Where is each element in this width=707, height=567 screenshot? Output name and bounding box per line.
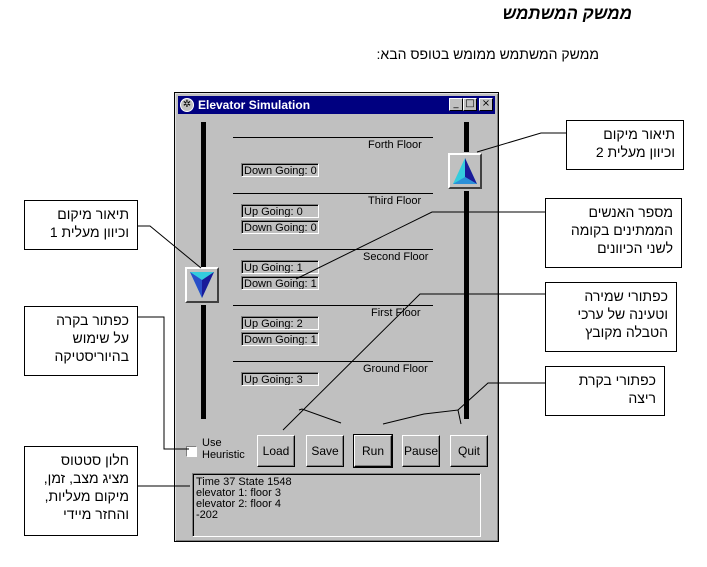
status-line: elevator 1: floor 3: [196, 487, 281, 499]
maximize-button[interactable]: □: [463, 98, 477, 111]
callout-elevator1: תיאור מיקום וכיוון מעלית 1: [24, 200, 138, 250]
elevator2-car: [448, 153, 482, 189]
status-window: Time 37 State 1548 elevator 1: floor 3 e…: [192, 473, 481, 537]
ground-floor-line: [233, 361, 433, 362]
close-button[interactable]: ×: [479, 98, 493, 111]
callout-elevator2: תיאור מיקום וכיוון מעלית 2: [566, 120, 684, 170]
callout-heuristic: כפתור בקרה על שימוש בהיוריסטיקה: [24, 306, 138, 376]
minimize-button[interactable]: _: [449, 98, 463, 111]
elevator-simulation-window: ✲ Elevator Simulation _ □ × Forth Floor …: [174, 92, 499, 542]
third-floor-up-counter: Up Going: 0: [241, 204, 319, 218]
pause-button[interactable]: Pause: [402, 435, 440, 467]
use-heuristic-label[interactable]: Use Heuristic: [202, 437, 245, 461]
callout-waiting-people: מספר האנשים הממתינים בקומה לשני הכיוונים: [545, 198, 682, 268]
third-floor-down-counter: Down Going: 0: [241, 220, 319, 234]
first-floor-down-counter: Down Going: 1: [241, 332, 319, 346]
callout-save-load: כפתורי שמירה וטעינה של ערכי הטבלה מקובץ: [545, 282, 677, 352]
forth-floor-line: [233, 137, 433, 138]
callout-run-control: כפתורי בקרת ריצה: [545, 366, 665, 416]
elevator1-shaft-upper: [201, 122, 206, 269]
up-arrow-icon: [453, 158, 477, 184]
second-floor-label: Second Floor: [363, 251, 429, 263]
use-heuristic-checkbox[interactable]: [186, 446, 197, 457]
title-bar[interactable]: ✲ Elevator Simulation _ □ ×: [178, 96, 495, 114]
first-floor-label: First Floor: [371, 307, 421, 319]
elevator1-shaft-lower: [201, 305, 206, 419]
elevator1-car: [185, 267, 219, 303]
third-floor-label: Third Floor: [368, 195, 422, 207]
window-title: Elevator Simulation: [198, 98, 311, 112]
second-floor-line: [233, 249, 433, 250]
app-icon[interactable]: ✲: [180, 98, 194, 112]
elevator2-shaft-lower: [464, 191, 469, 419]
forth-floor-down-counter: Down Going: 0: [241, 163, 319, 177]
quit-button[interactable]: Quit: [450, 435, 488, 467]
run-button[interactable]: Run: [353, 434, 393, 468]
second-floor-up-counter: Up Going: 1: [241, 260, 319, 274]
second-floor-down-counter: Down Going: 1: [241, 276, 319, 290]
status-line: elevator 2: floor 4: [196, 498, 281, 510]
status-line: Time 37 State 1548: [196, 476, 292, 488]
first-floor-line: [233, 305, 433, 306]
first-floor-up-counter: Up Going: 2: [241, 316, 319, 330]
page-heading: ממשק המשתמש: [502, 4, 632, 23]
load-button[interactable]: Load: [257, 435, 295, 467]
callout-status-window: חלון סטטוס מציג מצב, זמן, מיקום מעליות, …: [24, 446, 138, 536]
intro-text: ממשק המשתמש ממומש בטופס הבא:: [376, 46, 599, 62]
forth-floor-label: Forth Floor: [368, 139, 422, 151]
ground-floor-label: Ground Floor: [363, 363, 428, 375]
third-floor-line: [233, 193, 433, 194]
down-arrow-icon: [190, 272, 214, 298]
save-button[interactable]: Save: [306, 435, 344, 467]
ground-floor-up-counter: Up Going: 3: [241, 372, 319, 386]
elevator2-shaft-upper: [464, 122, 469, 152]
status-line: -202: [196, 509, 219, 521]
